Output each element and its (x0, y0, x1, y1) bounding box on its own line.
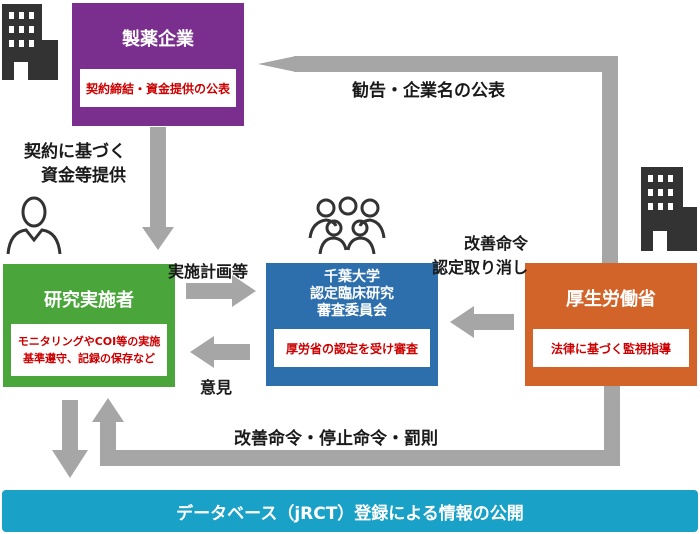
committee-title-line3: 審査委員会 (317, 303, 387, 319)
label-recommend: 勧告・企業名の公表 (352, 81, 505, 101)
arrow-opinion (190, 336, 250, 368)
committee-detail: 厚労省の認定を受け審査 (274, 329, 430, 367)
label-contract-line2: 資金等提供 (41, 166, 126, 186)
ministry-detail: 法律に基づく監視指導 (533, 329, 689, 367)
label-improve-line2: 認定取り消し (432, 258, 529, 277)
company-box: 製薬企業 契約締結・資金提供の公表 (72, 3, 244, 126)
database-label: データベース（jRCT）登録による情報の公開 (176, 503, 524, 524)
building-icon (641, 167, 697, 251)
database-bar: データベース（jRCT）登録による情報の公開 (2, 490, 698, 532)
label-improve-line1: 改善命令 (464, 234, 529, 253)
arrow-recommend (258, 56, 618, 266)
label-contract: 契約に基づく 資金等提供 (24, 140, 126, 188)
committee-title: 千葉大学 認定臨床研究 審査委員会 (266, 269, 438, 320)
label-contract-line1: 契約に基づく (24, 142, 126, 162)
group-icon (308, 196, 386, 255)
arrow-plan (186, 275, 256, 307)
company-title: 製薬企業 (122, 29, 194, 50)
committee-title-line1: 千葉大学 (324, 269, 380, 285)
label-penalty: 改善命令・停止命令・罰則 (234, 429, 438, 449)
committee-box: 千葉大学 認定臨床研究 審査委員会 厚労省の認定を受け審査 (266, 263, 438, 386)
ministry-title: 厚生労働省 (566, 289, 656, 310)
researcher-detail-line2: 基準遵守、記録の保存など (23, 352, 155, 365)
committee-title-line2: 認定臨床研究 (310, 286, 394, 302)
arrow-database (52, 400, 88, 478)
arrow-penalty (92, 386, 620, 466)
arrow-contract (142, 127, 174, 250)
researcher-box: 研究実施者 モニタリングやCOI等の実施 基準遵守、記録の保存など (3, 264, 175, 387)
researcher-detail-line1: モニタリングやCOI等の実施 (17, 335, 161, 348)
ministry-box: 厚生労働省 法律に基づく監視指導 (525, 263, 697, 386)
building-icon (2, 4, 58, 80)
researcher-title: 研究実施者 (44, 290, 134, 311)
researcher-detail: モニタリングやCOI等の実施 基準遵守、記録の保存など (11, 324, 167, 376)
label-plan: 実施計画等 (168, 262, 249, 281)
company-detail: 契約締結・資金提供の公表 (80, 69, 236, 107)
person-icon (6, 196, 62, 255)
label-opinion: 意見 (200, 378, 233, 397)
arrow-improve (450, 306, 514, 338)
label-improve: 改善命令 認定取り消し (432, 232, 528, 280)
